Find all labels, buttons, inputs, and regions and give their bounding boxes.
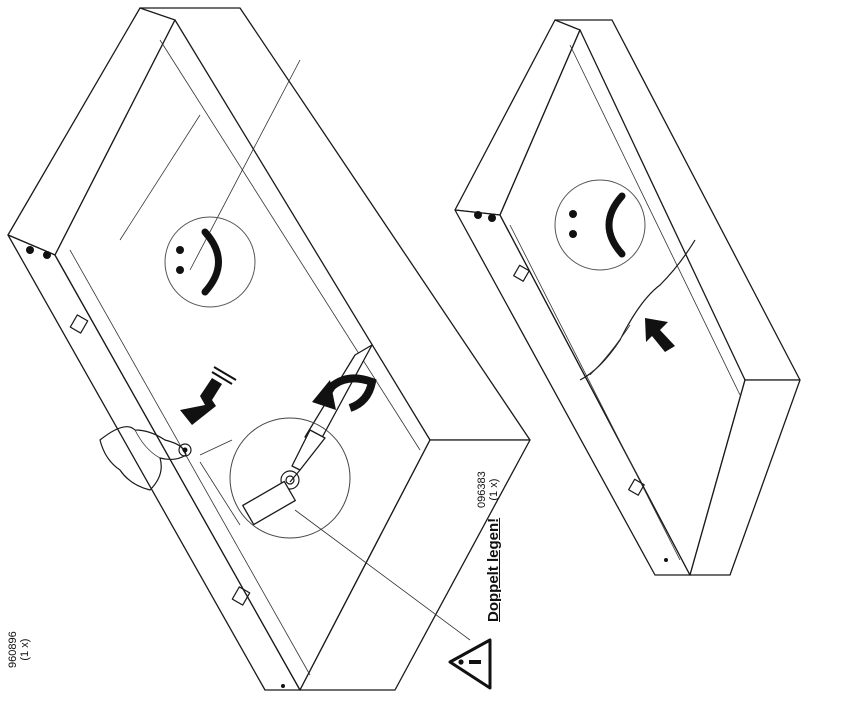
drawer-runner-bracket (231, 586, 251, 606)
screw-hole (281, 684, 285, 688)
arrow-icon (645, 318, 675, 352)
part-number: 960896 (7, 631, 19, 668)
screw-hole (664, 558, 668, 562)
warning-text: Doppelt legen! (485, 517, 502, 622)
warning-triangle-icon (448, 638, 492, 690)
dowel-hole (26, 246, 34, 254)
smiley-happy-icon (164, 216, 256, 308)
part-960896: 960896 (1 x) (7, 631, 31, 668)
dowel-hole (474, 211, 482, 219)
part-number: 096383 (476, 471, 488, 508)
rotate-arrow-icon (318, 374, 377, 412)
dowel-hole (488, 214, 496, 222)
part-quantity: (1 x) (19, 638, 32, 661)
drawer-runner-bracket (628, 478, 645, 496)
dowel-hole (43, 251, 51, 259)
drawer-left (7, 7, 531, 691)
push-arrow-icon (180, 366, 237, 425)
drawer-left-end-panel (299, 439, 531, 691)
mounting-plate (242, 480, 296, 526)
screwdriver-icon (280, 344, 373, 490)
smiley-sad-icon (554, 179, 646, 271)
part-quantity: (1 x) (488, 478, 501, 501)
rotate-arrow-head (312, 380, 336, 410)
drawer-right (454, 19, 801, 576)
part-096383: 096383 (1 x) (476, 471, 500, 508)
drawer-runner-bracket (69, 314, 89, 334)
drawer-runner-bracket (513, 264, 530, 282)
hand-icon (99, 426, 192, 491)
drawer-right-end-panel (689, 379, 801, 576)
warped-bottom-edge (579, 239, 696, 381)
detail-zoom-circle (229, 417, 351, 539)
